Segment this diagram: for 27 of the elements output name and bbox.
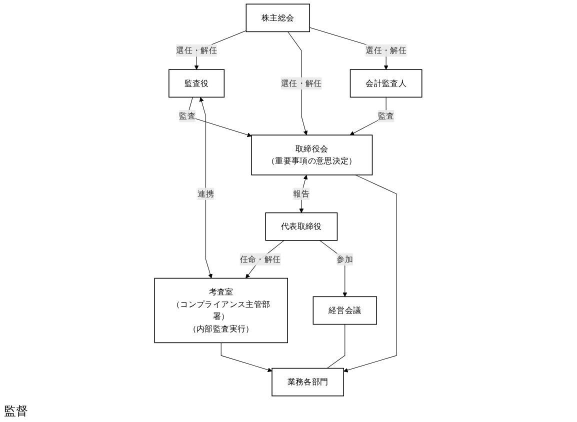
node-box: 取締役会 （重要事項の意思決定） [251,134,373,176]
connector [327,324,346,369]
node-box: 監査役 [168,69,225,98]
edge-label: 選任・解任 [176,46,218,56]
edge-label: 連携 [198,188,214,198]
node-box: 会計監査人 [350,69,423,98]
node-box: 経営会議 [313,296,378,325]
arrow [187,96,252,138]
edge-label: 参加 [336,254,354,264]
edge-label: 報告 [293,188,310,198]
arrow [299,174,308,213]
node-box: 考査室 （コンプライアンス主管部署） （内部監査実行） [154,278,288,344]
arrow [350,96,387,136]
node-box: 株主総会 [246,4,310,32]
edge-label: 選任・解任 [366,46,407,56]
arrow [288,31,308,136]
arrow [221,342,272,372]
arrow [344,174,398,372]
note-text: 監督 [4,404,28,418]
node-box: 業務各部門 [272,368,344,396]
arrow [200,97,213,278]
edge-label: 選任・解任 [281,78,322,88]
arrow [320,240,348,297]
node-box: 代表取締役 [265,212,338,241]
edge-label: 監査 [378,110,395,121]
edge-label: 監査 [179,110,196,121]
edge-label: 任命・解任 [240,254,281,264]
